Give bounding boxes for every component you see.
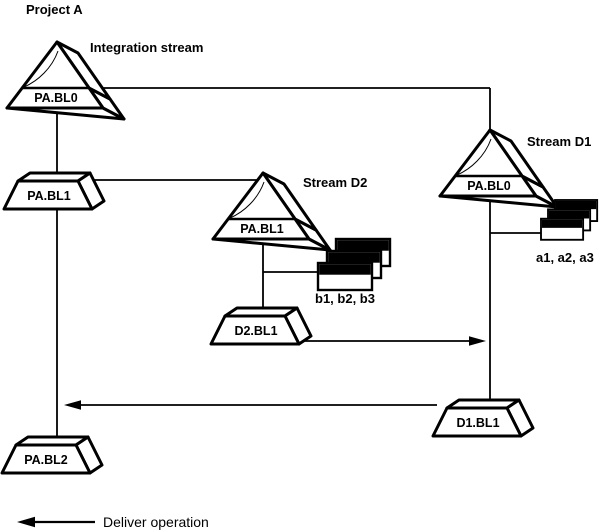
legend-deliver-label: Deliver operation [103,514,209,530]
legend-arrowhead-icon [17,516,35,528]
baseline-d1-bl1-label: D1.BL1 [456,416,499,430]
activities-b-label: b1, b2, b3 [315,291,375,306]
baseline-pa-bl2-label: PA.BL2 [24,453,68,467]
deliver-arrow-d2-to-d1 [300,336,486,346]
project-title: Project A [26,2,83,17]
deliver-arrow-d1-to-integration [64,400,437,410]
stream-d1-foundation-label: PA.BL0 [467,179,511,193]
legend-deliver-arrow [17,516,95,528]
integration-foundation-baseline-label: PA.BL0 [34,91,78,105]
stream-d2-foundation-label: PA.BL1 [240,222,284,236]
baseline-pa-bl1-label: PA.BL1 [27,189,71,203]
stream-d1-label: Stream D1 [527,134,591,149]
baseline-d2-bl1-label: D2.BL1 [234,324,277,338]
stream-d2-label: Stream D2 [303,175,367,190]
arrowhead-right-icon [469,336,486,346]
arrowhead-left-icon [64,400,81,410]
integration-stream-label: Integration stream [90,40,203,55]
activities-a-label: a1, a2, a3 [536,250,594,265]
